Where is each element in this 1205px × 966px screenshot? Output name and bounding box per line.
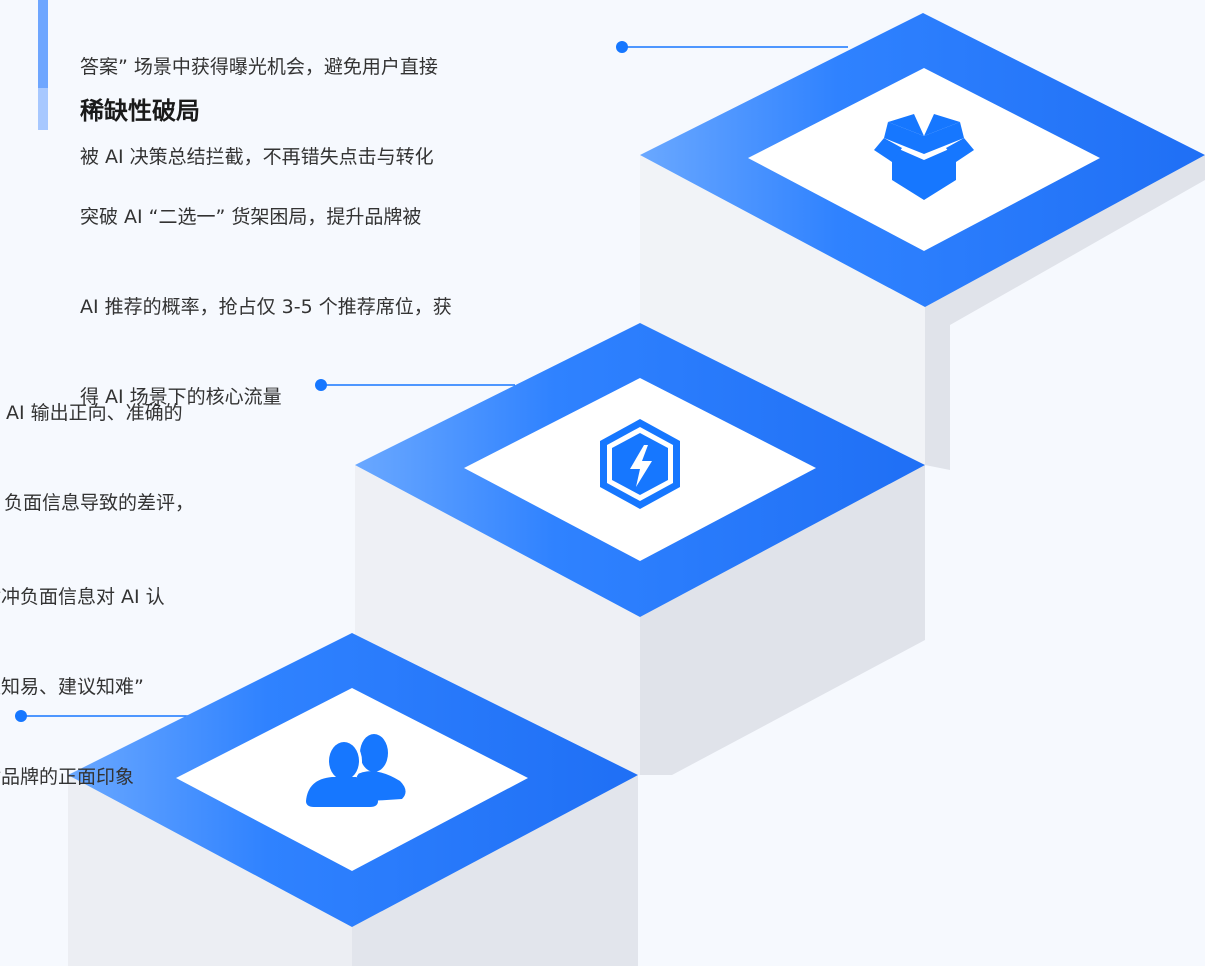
lower-text: 对冲负面信息对 AI 认 认知易、建议知难” 对品牌的正面印象 bbox=[0, 522, 165, 822]
step-1-wall-left bbox=[68, 775, 352, 966]
lightning-shield-icon bbox=[600, 419, 680, 509]
top-body-line-3: 得 AI 场景下的核心流量 bbox=[80, 386, 282, 408]
step-2-wall-right bbox=[640, 465, 925, 775]
step-2 bbox=[355, 323, 925, 617]
step-1 bbox=[68, 633, 638, 927]
top-body-line-2: AI 推荐的概率，抢占仅 3-5 个推荐席位，获 bbox=[80, 296, 452, 318]
connector-dot-bottom bbox=[15, 710, 27, 722]
middle-line-1: AI 输出正向、准确的 bbox=[6, 402, 183, 424]
top-intro-text: 答案” 场景中获得曝光机会，避免用户直接 被 AI 决策总结拦截，不再错失点击与… bbox=[80, 0, 438, 202]
step-3-wall-right bbox=[925, 155, 1205, 470]
connectors bbox=[15, 41, 848, 722]
top-intro-line-2: 被 AI 决策总结拦截，不再错失点击与转化 bbox=[80, 146, 434, 168]
step-1-wall-right bbox=[352, 775, 638, 966]
top-intro-line-1: 答案” 场景中获得曝光机会，避免用户直接 bbox=[80, 56, 438, 78]
lower-line-1: 对冲负面信息对 AI 认 bbox=[0, 586, 165, 608]
accent-bar-light bbox=[38, 88, 48, 130]
users-icon bbox=[306, 734, 406, 807]
box-icon bbox=[874, 114, 974, 200]
accent-bar-dark bbox=[38, 0, 48, 88]
step-3 bbox=[640, 13, 1205, 307]
step-3-inner bbox=[748, 68, 1100, 251]
middle-line-2: 负面信息导致的差评， bbox=[4, 492, 195, 514]
lower-line-2: 认知易、建议知难” bbox=[0, 676, 144, 698]
top-body-text: 突破 AI “二选一” 货架困局，提升品牌被 AI 推荐的概率，抢占仅 3-5 … bbox=[80, 142, 452, 442]
step-walls bbox=[68, 155, 1205, 966]
connector-dot-top bbox=[616, 41, 628, 53]
lower-line-3: 对品牌的正面印象 bbox=[0, 766, 135, 788]
middle-text: AI 输出正向、准确的 负面信息导致的差评， bbox=[4, 338, 194, 548]
connector-dot-middle bbox=[315, 379, 327, 391]
top-body-line-1: 突破 AI “二选一” 货架困局，提升品牌被 bbox=[80, 206, 422, 228]
section-heading: 稀缺性破局 bbox=[80, 97, 200, 125]
